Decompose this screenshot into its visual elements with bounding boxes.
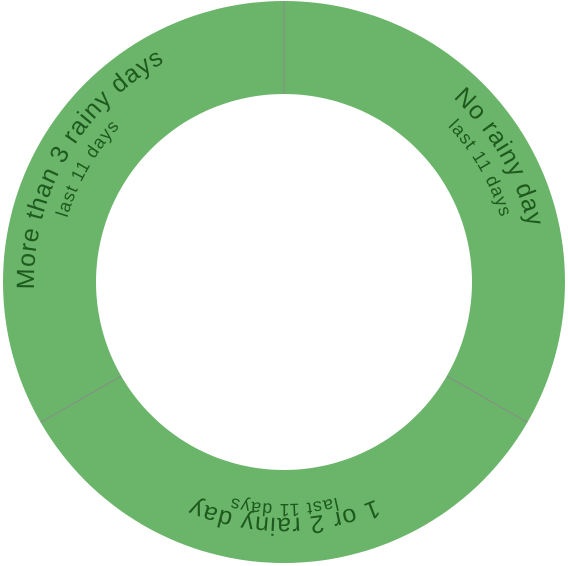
slice-more-than-3-rainy-days (3, 1, 285, 423)
slice-no-rainy-day (284, 1, 565, 423)
donut-dividers (40, 1, 528, 423)
slice-divider (40, 375, 122, 423)
donut-slices (3, 1, 565, 563)
slice-divider (446, 375, 528, 423)
slice-1-or-2-rainy-day (40, 376, 528, 563)
